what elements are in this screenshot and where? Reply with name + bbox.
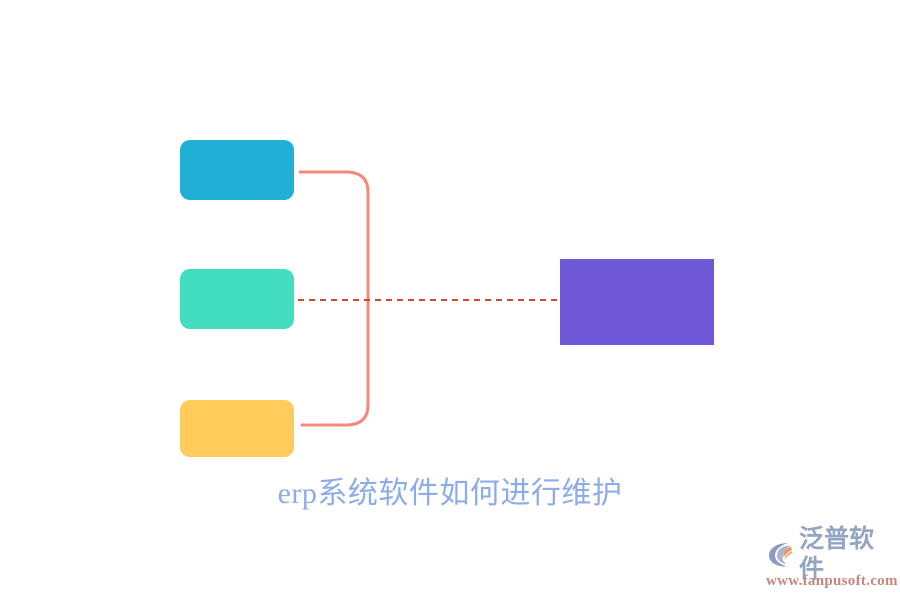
node-purple[interactable] xyxy=(560,259,714,345)
connector-bus-to-yellow xyxy=(300,298,370,427)
connector-blue-to-bus xyxy=(298,170,370,302)
fanpu-logo-icon xyxy=(769,543,793,567)
node-yellow[interactable] xyxy=(180,400,294,457)
diagram-caption: erp系统软件如何进行维护 xyxy=(277,477,623,510)
watermark-logo-row: 泛普软件 xyxy=(766,524,896,583)
watermark-brand: 泛普软件 xyxy=(799,524,875,583)
watermark-url: www.fanpusoft.com xyxy=(766,573,898,589)
node-blue[interactable] xyxy=(180,140,294,200)
watermark: 泛普软件 www.fanpusoft.com xyxy=(766,524,898,594)
node-green[interactable] xyxy=(180,269,294,329)
